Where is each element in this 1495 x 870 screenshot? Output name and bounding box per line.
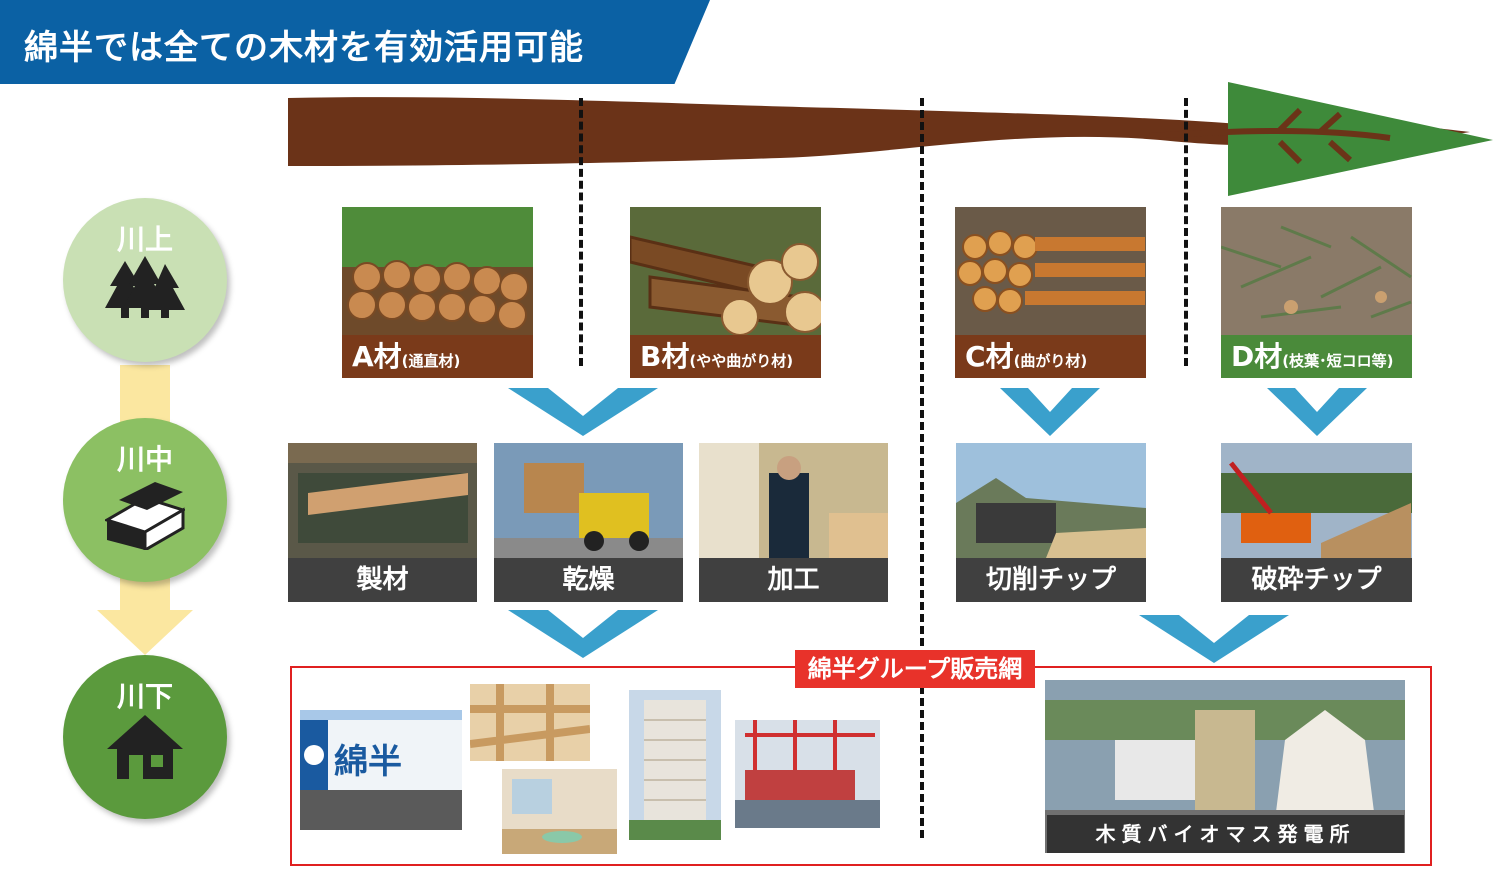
separator-cd (1184, 98, 1188, 366)
interior-photo (502, 769, 617, 854)
level-flow-arrows (97, 365, 193, 655)
lumber-icon (105, 482, 185, 550)
title-banner (0, 0, 710, 84)
b-grade-label: B材 (640, 340, 690, 373)
separator-bc (920, 98, 924, 838)
sawmill-photo (288, 443, 477, 558)
a-grade-log-photo (342, 207, 533, 335)
sales-network-label: 綿半グループ販売網 (795, 650, 1035, 688)
timber-frame-photo (470, 684, 590, 761)
page-title: 綿半では全ての木材を有効活用可能 (24, 28, 584, 68)
chevron-processing-to-sales (508, 610, 658, 658)
b-grade-note: (やや曲がり材) (689, 352, 794, 370)
upstream-circle: 川上 (63, 198, 227, 362)
upstream-label: 川上 (116, 223, 173, 256)
b-grade-log-photo (630, 207, 821, 335)
midstream-label: 川中 (116, 443, 173, 476)
container-ship-photo (735, 720, 880, 828)
cutting-chip-caption: 切削チップ (956, 558, 1146, 602)
a-grade-caption: A材(通直材) (342, 335, 533, 378)
wooden-building-photo (629, 690, 721, 840)
downstream-circle: 川下 (63, 655, 227, 819)
d-grade-caption: D材(枝葉･短コロ等) (1221, 335, 1412, 378)
store-photo: 綿半 (300, 710, 462, 830)
chevron-chips-to-biomass (1139, 615, 1289, 663)
a-grade-note: (通直材) (401, 352, 461, 370)
processing-caption: 加工 (699, 558, 888, 602)
c-grade-log-photo (955, 207, 1146, 335)
chevron-a-to-processing (508, 388, 658, 436)
biomass-caption: 木質バイオマス発電所 (1047, 815, 1404, 853)
forest-icon (105, 256, 185, 318)
tree-trunk-arrow (288, 82, 1493, 196)
drying-caption: 乾燥 (494, 558, 683, 602)
house-icon (107, 715, 183, 779)
c-grade-label: C材 (965, 340, 1014, 373)
downstream-label: 川下 (116, 680, 173, 713)
d-grade-branches-photo (1221, 207, 1412, 335)
crushing-chip-caption: 破砕チップ (1221, 558, 1412, 602)
drying-photo (494, 443, 683, 558)
crushing-chip-photo (1221, 443, 1412, 558)
a-grade-label: A材 (352, 340, 402, 373)
sawing-caption: 製材 (288, 558, 477, 602)
midstream-circle: 川中 (63, 418, 227, 582)
store-sign: 綿半 (334, 742, 402, 782)
c-grade-caption: C材(曲がり材) (955, 335, 1146, 378)
cutting-chip-photo (956, 443, 1146, 558)
d-grade-note: (枝葉･短コロ等) (1282, 352, 1394, 370)
processing-photo (699, 443, 888, 558)
d-grade-label: D材 (1231, 340, 1283, 373)
chevron-c-to-cutting (1000, 388, 1100, 436)
separator-ab (579, 98, 583, 366)
b-grade-caption: B材(やや曲がり材) (630, 335, 821, 378)
chevron-d-to-crushing (1267, 388, 1367, 436)
c-grade-note: (曲がり材) (1013, 352, 1088, 370)
